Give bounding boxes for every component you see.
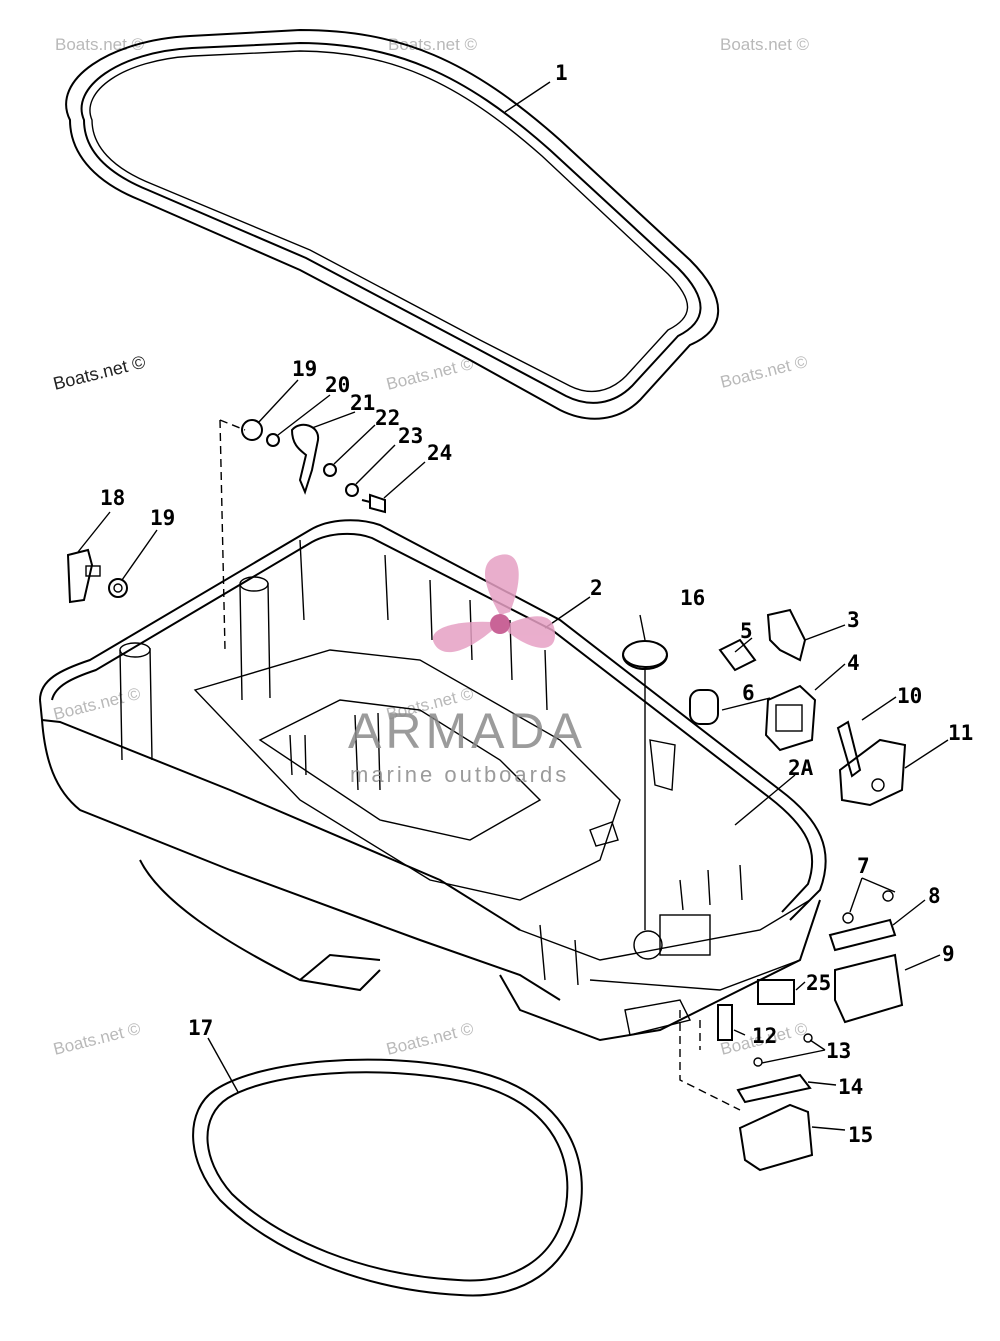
callout-label: 15	[848, 1123, 873, 1147]
callout-label: 16	[680, 586, 705, 610]
callout-labels: 1 2 2A 3 4 5 6 7 8 9 10 11 12 13 14 15 1…	[100, 61, 973, 1147]
callout-label: 8	[928, 884, 941, 908]
watermark-boats-net: Boats.net ©	[55, 35, 145, 54]
propeller-icon	[432, 554, 555, 653]
callout-label: 22	[375, 406, 400, 430]
right-hardware-part	[689, 608, 907, 807]
callout-label: 7	[857, 854, 870, 878]
latch-hardware-part	[219, 419, 386, 651]
leader-lines	[77, 81, 949, 1131]
callout-label: 10	[897, 684, 922, 708]
callout-label: 6	[742, 681, 755, 705]
bottom-seal-part	[192, 1058, 583, 1297]
lever-part	[66, 548, 128, 604]
callout-label: 23	[398, 424, 423, 448]
watermark-boats-net: Boats.net ©	[384, 1019, 475, 1059]
callout-label: 2A	[788, 756, 814, 780]
bottom-cowl-part	[39, 519, 827, 1042]
brand-name: ARMADA	[348, 703, 586, 759]
callout-label: 2	[590, 576, 603, 600]
brand-tagline: marine outboards	[350, 762, 569, 787]
top-seal-part	[65, 28, 720, 420]
callout-label: 25	[806, 971, 831, 995]
plug-part	[622, 640, 668, 930]
watermark-boats-net: Boats.net ©	[718, 352, 809, 392]
callout-label: 17	[188, 1016, 213, 1040]
callout-label: 12	[752, 1024, 777, 1048]
watermark-boats-net: Boats.net ©	[384, 354, 475, 394]
watermark-boats-net: Boats.net ©	[720, 35, 810, 54]
callout-label: 20	[325, 373, 350, 397]
callout-label: 3	[847, 608, 860, 632]
callout-label: 14	[838, 1075, 863, 1099]
lower-right-hardware-part	[679, 890, 904, 1172]
callout-label: 19	[150, 506, 175, 530]
callout-label: 21	[350, 391, 375, 415]
callout-label: 24	[427, 441, 452, 465]
watermark-boats-net: Boats.net ©	[388, 35, 478, 54]
armada-logo: ARMADA marine outboards	[348, 554, 586, 787]
callout-label: 11	[948, 721, 973, 745]
callout-label: 4	[847, 651, 860, 675]
callout-label: 18	[100, 486, 125, 510]
watermark-boats-net: Boats.net ©	[51, 352, 147, 394]
callout-label: 19	[292, 357, 317, 381]
callout-label: 9	[942, 942, 955, 966]
callout-label: 1	[555, 61, 568, 85]
watermark-boats-net: Boats.net ©	[51, 1019, 142, 1059]
callout-label: 5	[740, 619, 753, 643]
watermark-boats-net: Boats.net ©	[51, 684, 142, 724]
callout-label: 13	[826, 1039, 851, 1063]
